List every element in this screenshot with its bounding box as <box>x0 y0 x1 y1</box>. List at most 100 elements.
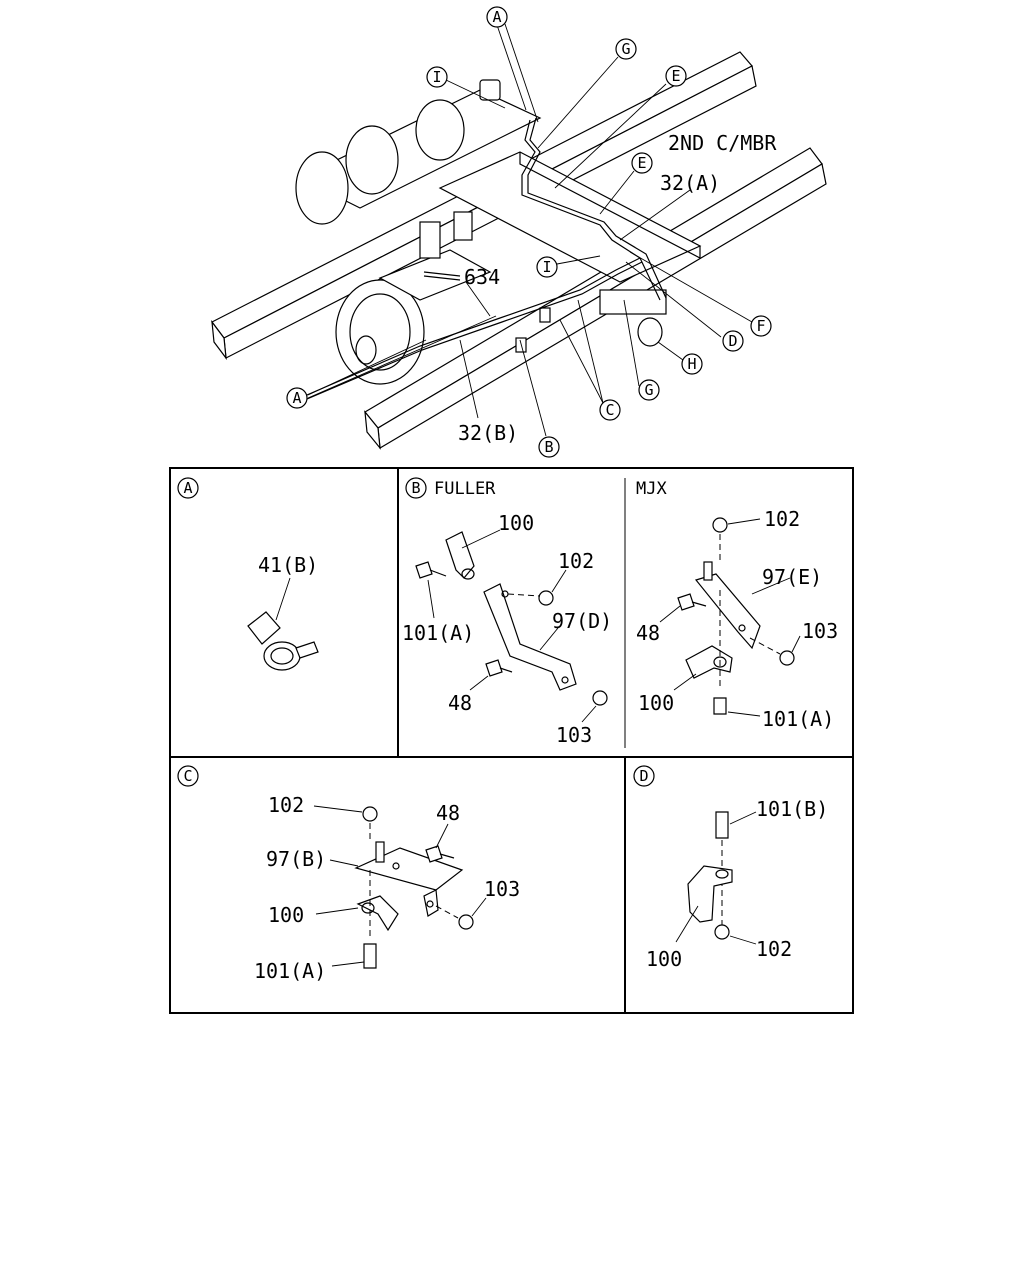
label-101a-mjx: 101(A) <box>762 707 834 731</box>
label-103-c: 103 <box>484 877 520 901</box>
bolt-101a-mjx <box>713 697 727 715</box>
svg-text:E: E <box>637 154 646 172</box>
svg-text:A: A <box>183 479 192 497</box>
callout-d: D <box>722 330 744 352</box>
label-100-d: 100 <box>646 947 682 971</box>
label-2nd-crossmember: 2ND C/MBR <box>668 131 777 155</box>
label-97e: 97(E) <box>762 565 822 589</box>
bracket-97b <box>354 841 464 917</box>
callout-i-mid: I <box>536 256 558 278</box>
label-103-mjx: 103 <box>802 619 838 643</box>
panel-d-callout: D <box>633 765 655 787</box>
label-101b-d: 101(B) <box>756 797 828 821</box>
svg-text:I: I <box>542 258 551 276</box>
panel-c: C <box>177 765 520 983</box>
bolt-48-fuller <box>485 659 513 677</box>
panel-a: A 41(B) <box>177 477 319 671</box>
bolt-48-c <box>425 845 455 863</box>
label-48-fuller: 48 <box>448 691 472 715</box>
label-634: 634 <box>464 265 500 289</box>
main-chassis-view: A G I E E I F <box>211 6 827 458</box>
title-mjx: MJX <box>636 479 667 499</box>
main-leader-lines <box>307 23 753 437</box>
label-102-c: 102 <box>268 793 304 817</box>
svg-text:I: I <box>432 68 441 86</box>
callout-a-top: A <box>486 6 508 28</box>
clamp-100-c <box>356 870 399 940</box>
callout-i-top: I <box>426 66 448 88</box>
panel-b-mjx: MJX <box>636 479 838 731</box>
nut-102-c <box>362 806 378 840</box>
label-32b: 32(B) <box>458 421 518 445</box>
callout-g-top: G <box>615 38 637 60</box>
callout-e-mid: E <box>631 152 653 174</box>
label-48-mjx: 48 <box>636 621 660 645</box>
title-fuller: FULLER <box>434 479 496 499</box>
panel-d-leaders <box>675 811 757 945</box>
svg-text:A: A <box>292 389 301 407</box>
fuller-leaders <box>427 529 597 723</box>
second-crossmember <box>438 151 702 283</box>
svg-text:F: F <box>756 317 765 335</box>
label-101a-fuller: 101(A) <box>402 621 474 645</box>
label-102-d: 102 <box>756 937 792 961</box>
panel-d: D 101(B) 100 102 <box>633 765 828 971</box>
nut-102-d <box>714 924 730 940</box>
bracket-97e <box>694 561 761 650</box>
callout-g-bottom: G <box>638 379 660 401</box>
mjx-leaders <box>659 518 801 717</box>
label-102-fuller: 102 <box>558 549 594 573</box>
bolt-101a-c <box>363 943 377 969</box>
panel-a-callout: A <box>177 477 199 499</box>
nut-103-c <box>435 905 474 930</box>
svg-text:H: H <box>687 355 696 373</box>
svg-text:B: B <box>411 479 420 497</box>
label-101a-c: 101(A) <box>254 959 326 983</box>
panel-b-fuller: B FULLER <box>402 477 612 747</box>
bracket-group-right <box>515 289 667 353</box>
tube-32b <box>299 257 643 403</box>
callout-f: F <box>750 315 772 337</box>
svg-text:C: C <box>183 767 192 785</box>
svg-text:D: D <box>728 332 737 350</box>
svg-text:D: D <box>639 767 648 785</box>
fuel-tank-group <box>295 79 542 225</box>
label-32a: 32(A) <box>660 171 720 195</box>
label-100-c: 100 <box>268 903 304 927</box>
hose-clamp-41b <box>247 577 319 671</box>
svg-text:E: E <box>671 67 680 85</box>
svg-text:G: G <box>621 40 630 58</box>
nut-103-mjx <box>749 637 795 666</box>
svg-text:B: B <box>544 438 553 456</box>
label-103-fuller: 103 <box>556 723 592 747</box>
nut-102-mjx <box>712 517 728 560</box>
svg-text:G: G <box>644 381 653 399</box>
clamp-100-fuller <box>445 531 475 580</box>
label-100-mjx: 100 <box>638 691 674 715</box>
callout-h: H <box>681 353 703 375</box>
label-48-c: 48 <box>436 801 460 825</box>
label-41b: 41(B) <box>258 553 318 577</box>
svg-text:A: A <box>492 8 501 26</box>
label-100-fuller: 100 <box>498 511 534 535</box>
label-97d: 97(D) <box>552 609 612 633</box>
callout-b-main: B <box>538 436 560 458</box>
label-97b: 97(B) <box>266 847 326 871</box>
callout-c-main: C <box>599 399 621 421</box>
detail-panel-frame <box>169 467 854 1014</box>
callout-e-top: E <box>665 65 687 87</box>
svg-text:C: C <box>605 401 614 419</box>
panel-b-callout: B <box>405 477 427 499</box>
bolt-101a-fuller <box>415 561 447 579</box>
panel-c-callout: C <box>177 765 199 787</box>
label-102-mjx: 102 <box>764 507 800 531</box>
callout-a-bottom: A <box>286 387 308 409</box>
main-callouts: A G I E E I F <box>286 6 772 458</box>
panel-c-leaders <box>313 805 487 967</box>
bracket-97d <box>483 583 577 691</box>
part-634-line <box>423 271 461 281</box>
bolt-48-mjx <box>677 593 707 611</box>
clamp-100-d <box>687 865 733 923</box>
nut-103-fuller <box>592 690 608 706</box>
